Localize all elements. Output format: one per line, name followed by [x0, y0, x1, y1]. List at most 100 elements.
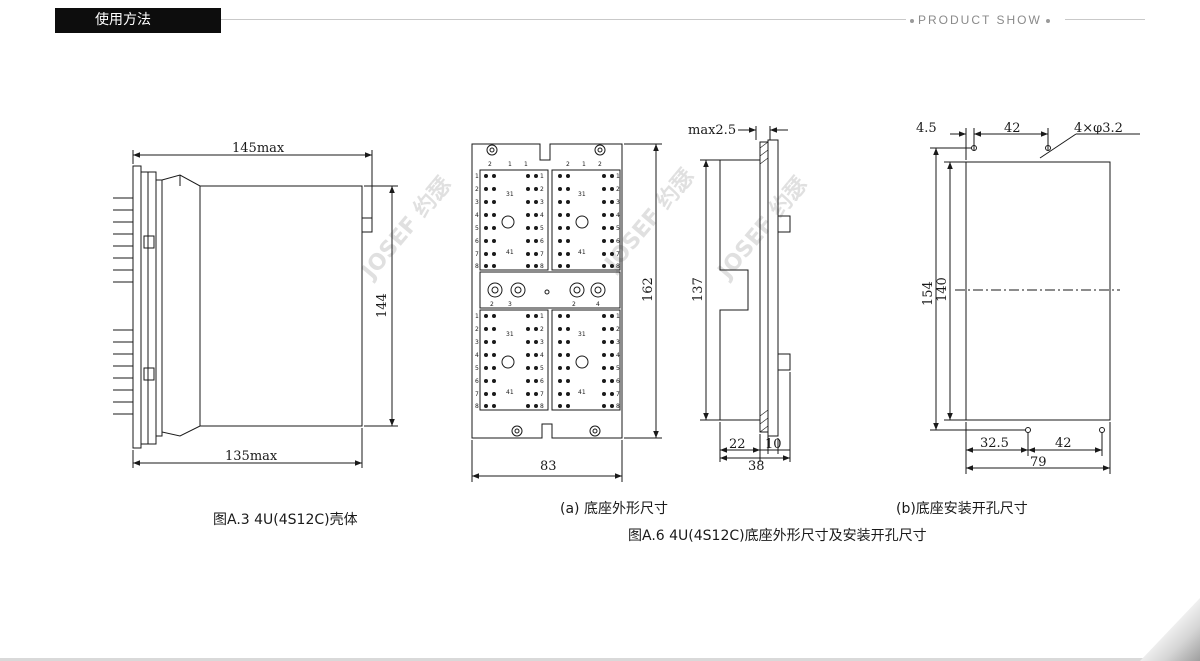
terminal-number: 8: [616, 263, 620, 270]
terminal-number: 6: [616, 378, 620, 385]
cutout-dim-h-inner: 140: [935, 277, 950, 302]
terminal-number: 3: [475, 339, 479, 346]
cutout-drawing: 4.5 42 4×φ3.2 154 140 32.5 42 79: [916, 121, 1140, 474]
terminal-number: 8: [540, 403, 544, 410]
header-divider-right: [1065, 19, 1145, 20]
cutout-dim-bottom-spacing: 42: [1055, 436, 1072, 451]
terminal-number: 7: [616, 251, 620, 258]
terminal-number: 6: [540, 378, 544, 385]
housing-drawing: 145max 135max 144: [113, 141, 398, 468]
sub-label: 31: [578, 191, 586, 198]
caption-fig-a6: 图A.6 4U(4S12C)底座外形尺寸及安装开孔尺寸: [628, 528, 927, 544]
terminal-number: 6: [475, 238, 479, 245]
housing-dim-bottom: 135max: [225, 449, 278, 464]
terminal-number: 5: [475, 365, 479, 372]
side-view-drawing: max2.5 137 22 10 38: [688, 123, 791, 474]
bottom-edge: [0, 658, 1200, 661]
terminal-number: 7: [475, 251, 479, 258]
pin-group: [113, 197, 133, 415]
terminal-number: 4: [475, 212, 479, 219]
housing-dim-height: 144: [375, 293, 390, 318]
terminal-number: 5: [616, 225, 620, 232]
terminal-number: 1: [616, 313, 620, 320]
sub-label: 1: [524, 161, 528, 168]
side-dim-c: 38: [748, 459, 765, 474]
terminal-number: 2: [540, 186, 544, 193]
cutout-dim-spacing: 42: [1004, 121, 1021, 136]
sub-label: 2: [488, 161, 492, 168]
sub-label: 41: [578, 249, 586, 256]
sub-label: 2: [490, 301, 494, 308]
terminal-number: 8: [540, 263, 544, 270]
terminal-number: 3: [475, 199, 479, 206]
terminal-number: 7: [475, 391, 479, 398]
terminal-number: 3: [616, 199, 620, 206]
sub-label: 31: [506, 191, 514, 198]
terminal-number: 4: [475, 352, 479, 359]
terminal-number: 5: [616, 365, 620, 372]
terminal-number: 6: [616, 238, 620, 245]
terminal-number: 4: [616, 212, 620, 219]
side-dim-b: 10: [765, 437, 782, 452]
terminal-number: 8: [475, 263, 479, 270]
side-dim-height: 137: [691, 277, 706, 302]
terminal-number: 4: [616, 352, 620, 359]
housing-dim-top: 145max: [232, 141, 285, 156]
dot-icon: [910, 18, 914, 23]
terminal-number: 4: [540, 212, 544, 219]
terminal-number: 1: [616, 173, 620, 180]
terminal-number: 1: [540, 173, 544, 180]
watermark-text: JOSEF 约瑟: [355, 172, 456, 286]
sub-label: 2: [572, 301, 576, 308]
terminal-number: 5: [475, 225, 479, 232]
base-dim-width: 83: [540, 459, 557, 474]
terminal-number: 3: [616, 339, 620, 346]
terminal-number: 7: [540, 391, 544, 398]
cutout-dim-hole: 4×φ3.2: [1074, 121, 1123, 136]
side-dim-top: max2.5: [688, 123, 736, 138]
sub-label: 31: [506, 331, 514, 338]
cutout-dim-h-outer: 154: [921, 281, 936, 306]
sub-label: 2: [598, 161, 602, 168]
terminal-number: 7: [540, 251, 544, 258]
terminal-number: 8: [616, 403, 620, 410]
sub-label: 41: [506, 249, 514, 256]
watermark-text: JOSEF 约瑟: [711, 172, 812, 286]
terminal-number: 4: [540, 352, 544, 359]
cutout-dim-bottom-left: 32.5: [980, 436, 1009, 451]
watermark-text: JOSEF 约瑟: [598, 164, 699, 278]
terminal-number: 1: [540, 313, 544, 320]
terminal-number: 6: [475, 378, 479, 385]
sub-label: 1: [508, 161, 512, 168]
sub-label: 1: [582, 161, 586, 168]
terminal-number: 8: [475, 403, 479, 410]
terminal-number: 2: [540, 326, 544, 333]
terminal-number: 3: [540, 199, 544, 206]
base-drawing: 1 2 3 4 5 6 7 8 1 2 3 4 5 6 7 8 1 2 3 4 …: [471, 143, 662, 482]
side-dim-a: 22: [729, 437, 746, 452]
terminal-number: 3: [540, 339, 544, 346]
terminal-number: 2: [475, 186, 479, 193]
sub-label: 41: [578, 389, 586, 396]
caption-sub-a: (a) 底座外形尺寸: [560, 501, 668, 517]
cutout-dim-width: 79: [1030, 455, 1047, 470]
terminal-number: 2: [616, 326, 620, 333]
terminal-number: 1: [475, 313, 479, 320]
dot-icon: [1045, 18, 1050, 23]
terminal-number: 5: [540, 225, 544, 232]
terminal-number: 2: [616, 186, 620, 193]
terminal-number: 5: [540, 365, 544, 372]
product-show-text: PRODUCT SHOW: [918, 13, 1042, 27]
product-show-label: PRODUCT SHOW: [906, 12, 1065, 28]
base-dim-height: 162: [641, 277, 656, 302]
terminal-number: 2: [475, 326, 479, 333]
terminal-number: 1: [475, 173, 479, 180]
sub-label: 31: [578, 331, 586, 338]
caption-sub-b: (b)底座安装开孔尺寸: [896, 501, 1028, 517]
terminal-number: 6: [540, 238, 544, 245]
sub-label: 4: [596, 301, 600, 308]
cutout-dim-left: 4.5: [916, 121, 937, 136]
sub-label: 3: [508, 301, 512, 308]
sub-label: 2: [566, 161, 570, 168]
